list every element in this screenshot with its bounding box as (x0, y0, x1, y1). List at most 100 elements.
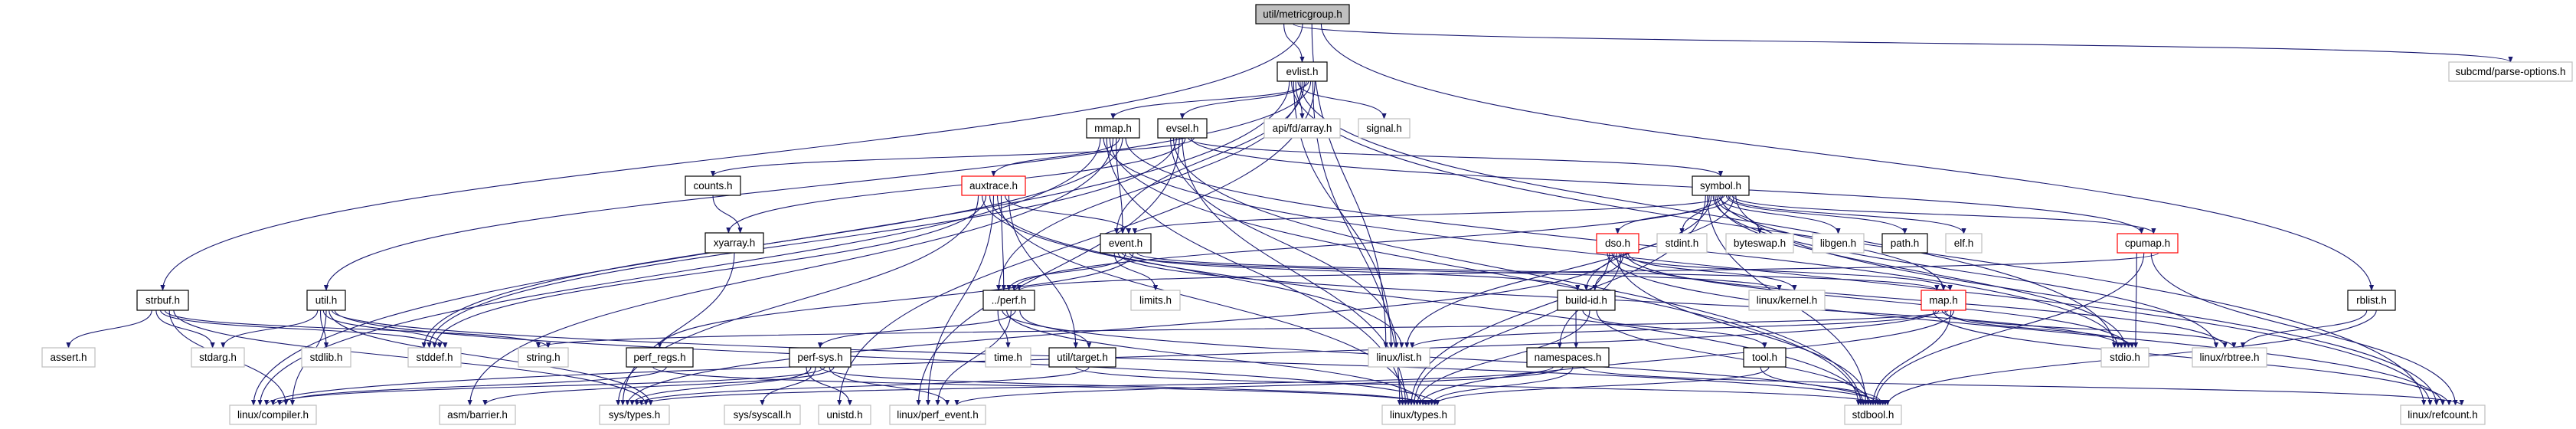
node-label: libgen.h (1820, 237, 1856, 249)
edge-dso-h-to-sys-types-h (625, 252, 1615, 406)
edge-symbol-h-to-linux-refcount-h (1735, 195, 2439, 406)
edge-evsel-h-to-cpumap-h (1190, 137, 2144, 234)
node-build-id-h[interactable]: build-id.h (1557, 290, 1616, 311)
node-box (1921, 290, 1966, 311)
edge-auxtrace-h-to-linux-perf-event-h (925, 195, 995, 406)
node-util-h[interactable]: util.h (306, 290, 346, 311)
node-rblist-h[interactable]: rblist.h (2347, 290, 2396, 311)
node-evsel-h[interactable]: evsel.h (1157, 118, 1208, 139)
edge-perf-h-to-perf-sys-h (817, 309, 1016, 349)
node-perf-sys-h[interactable]: perf-sys.h (789, 347, 852, 368)
edge-evlist-h-to-stdio-h (1299, 80, 2117, 349)
node-symbol-h[interactable]: symbol.h (1692, 175, 1750, 196)
node-box (1812, 233, 1865, 254)
edge-perf-sys-h-to-sys-syscall-h (760, 366, 816, 406)
node-label: util/target.h (1057, 352, 1108, 363)
node-box (1526, 347, 1610, 368)
node-mmap-h[interactable]: mmap.h (1086, 118, 1140, 139)
edge-dso-h-to-linux-types-h (1411, 252, 1610, 406)
node-label: xyarray.h (714, 237, 756, 249)
node-box (229, 404, 317, 425)
node-label: build-id.h (1565, 295, 1607, 306)
node-strbuf-h[interactable]: strbuf.h (136, 290, 189, 311)
node-label: auxtrace.h (969, 180, 1018, 192)
node-perf-h[interactable]: ../perf.h (982, 290, 1035, 311)
edge-mmap-h-to-linux-refcount-h (1103, 137, 2433, 406)
node-box (985, 347, 1031, 368)
node-auxtrace-h[interactable]: auxtrace.h (961, 175, 1026, 196)
node-elf-h: elf.h (1945, 233, 1983, 254)
node-xyarray-h[interactable]: xyarray.h (704, 232, 764, 254)
edge-strbuf-h-to-string-h (164, 309, 551, 349)
edge-symbol-h-to-elf-h (1728, 195, 1966, 234)
node-stdarg-h: stdarg.h (191, 347, 245, 368)
node-label: namespaces.h (1535, 352, 1602, 363)
node-label: rblist.h (2356, 295, 2387, 306)
node-unistd-h: unistd.h (818, 404, 871, 425)
edge-auxtrace-h-to-util-target-h (1008, 195, 1078, 349)
node-box (1881, 233, 1928, 254)
edge-util-h-to-sys-types-h (329, 309, 653, 406)
node-asm-barrier-h: asm/barrier.h (439, 404, 516, 425)
node-cpumap-h[interactable]: cpumap.h (2117, 233, 2179, 254)
node-label: evsel.h (1166, 123, 1199, 134)
node-time-h: time.h (985, 347, 1031, 368)
node-label: linux/list.h (1376, 352, 1421, 363)
node-box (2448, 61, 2573, 82)
node-subcmd-parse-options-h: subcmd/parse-options.h (2448, 61, 2573, 82)
node-label: subcmd/parse-options.h (2455, 66, 2565, 77)
node-api-fd-array-h: api/fd/array.h (1263, 118, 1341, 139)
node-stdbool-h: stdbool.h (1844, 404, 1902, 425)
node-map-h[interactable]: map.h (1921, 290, 1966, 311)
node-label: stdarg.h (199, 352, 237, 363)
node-stdio-h: stdio.h (2100, 347, 2149, 368)
node-dso-h[interactable]: dso.h (1596, 233, 1639, 254)
node-perf-regs-h[interactable]: perf_regs.h (626, 347, 694, 368)
edge-evsel-h-to-linux-list-h (1170, 137, 1399, 349)
edge-auxtrace-h-to-stdbool-h (982, 195, 1866, 406)
node-label: linux/perf_event.h (897, 409, 979, 421)
node-box (1381, 404, 1456, 425)
edge-strbuf-h-to-stddef-h (160, 309, 443, 349)
edge-namespaces-h-to-linux-perf-event-h (954, 366, 1564, 406)
edge-cpumap-h-to-stdbool-h (1872, 252, 2145, 406)
edge-perf-h-to-linux-perf-event-h (935, 309, 1012, 406)
edge-mmap-h-to-asm-barrier-h (467, 137, 1114, 406)
node-box (961, 175, 1026, 196)
node-evlist-h[interactable]: evlist.h (1277, 61, 1328, 82)
edge-perf-regs-h-to-linux-types-h (652, 366, 1431, 406)
node-label: linux/refcount.h (2408, 409, 2478, 421)
node-path-h[interactable]: path.h (1881, 233, 1928, 254)
node-linux-refcount-h: linux/refcount.h (2400, 404, 2486, 425)
edge-auxtrace-h-to-linux-types-h (996, 195, 1411, 406)
node-linux-types-h: linux/types.h (1381, 404, 1456, 425)
node-box (599, 404, 670, 425)
edge-evlist-h-to-signal-h (1297, 80, 1387, 120)
node-event-h[interactable]: event.h (1100, 233, 1152, 254)
edges-layer (66, 23, 2513, 406)
node-linux-rbtree-h: linux/rbtree.h (2192, 347, 2267, 368)
node-box (1100, 233, 1152, 254)
edge-auxtrace-h-to-perf-h (1000, 195, 1006, 291)
node-box (724, 404, 801, 425)
node-namespaces-h[interactable]: namespaces.h (1526, 347, 1610, 368)
node-libgen-h: libgen.h (1812, 233, 1865, 254)
edge-strbuf-h-to-stdarg-h (155, 309, 215, 349)
edge-util-metricgroup-h-to-linux-list-h (1311, 23, 1389, 349)
node-label: asm/barrier.h (447, 409, 508, 421)
node-counts-h[interactable]: counts.h (685, 175, 741, 196)
node-limits-h: limits.h (1130, 290, 1181, 311)
edge-perf-sys-h-to-asm-barrier-h (482, 366, 835, 406)
edge-rblist-h-to-linux-rbtree-h (2240, 309, 2368, 349)
edge-symbol-h-to-event-h (1132, 195, 1725, 234)
node-label: stdbool.h (1852, 409, 1894, 421)
node-util-metricgroup-h[interactable]: util/metricgroup.h (1255, 4, 1350, 25)
node-label: map.h (1929, 295, 1958, 306)
edge-symbol-h-to-libgen-h (1718, 195, 1841, 234)
edge-perf-sys-h-to-unistd-h (806, 366, 852, 406)
node-tool-h[interactable]: tool.h (1743, 347, 1787, 368)
node-label: api/fd/array.h (1273, 123, 1332, 134)
node-box (626, 347, 694, 368)
node-util-target-h[interactable]: util/target.h (1048, 347, 1116, 368)
node-box (1596, 233, 1639, 254)
